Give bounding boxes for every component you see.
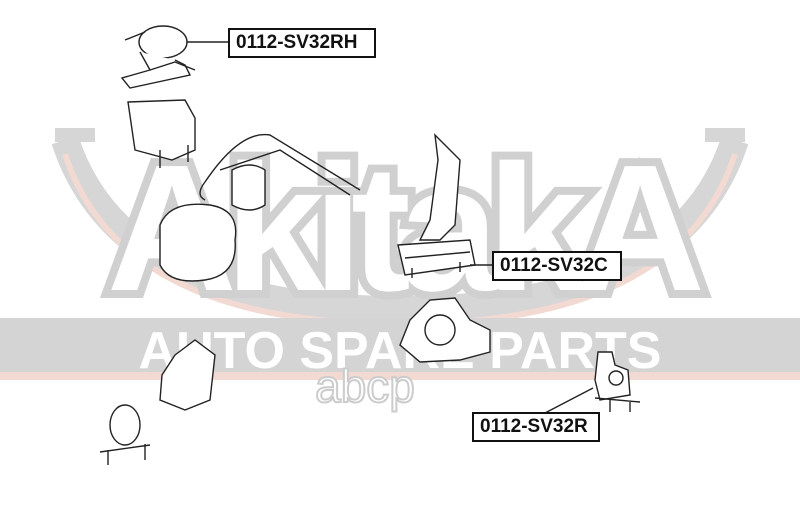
left-cylinder-mount-icon [99,404,151,465]
center-mount-icon [397,133,476,278]
callout-0112-sv32r: 0112-SV32R [472,412,600,442]
front-mount-icon [399,297,491,363]
part-number: 0112-SV32C [500,255,608,276]
rear-mount-icon [594,351,641,412]
engine-block-icon [159,203,237,282]
callout-0112-sv32c: 0112-SV32C [492,251,622,281]
watermark-tagline: AUTO SPARE PARTS [139,322,662,380]
arm-icon [199,133,361,201]
callout-0112-sv32rh: 0112-SV32RH [228,28,376,58]
left-bracket-icon [159,339,216,411]
watermark-source: abcp [315,360,415,412]
part-number: 0112-SV32RH [236,32,358,53]
cylinder-icon [231,164,266,211]
rh-mount-icon [120,25,196,89]
leader-r [544,387,594,414]
part-number: 0112-SV32R [480,416,588,437]
upper-bracket-icon [127,99,196,168]
